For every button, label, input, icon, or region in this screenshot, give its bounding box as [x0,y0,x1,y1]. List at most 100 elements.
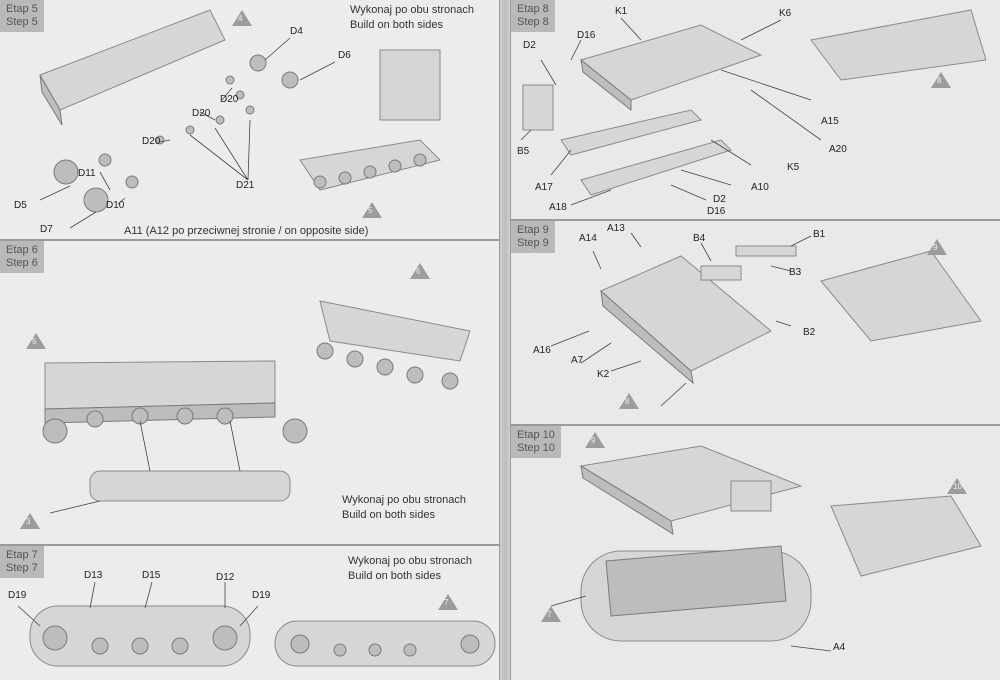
label-a20: A20 [829,144,847,155]
tri-label-7b: 7 [547,610,552,619]
label-b3: B3 [789,267,802,278]
step-9-pl: Etap 9 [517,224,549,236]
tri-label-9b: 9 [591,436,596,445]
label-d10: D10 [106,200,125,211]
step-9-drawing [550,232,982,407]
step-7-note-pl: Wykonaj po obu stronach [348,555,473,567]
step-7-pl: Etap 7 [6,549,38,561]
step-5-drawing [39,9,441,229]
step-5-note: Wykonaj po obu stronach Build on both si… [350,3,474,33]
step-7-drawing [17,581,496,667]
label-d5: D5 [14,200,27,211]
label-d13: D13 [84,570,103,581]
label-d6: D6 [338,50,351,61]
label-b5: B5 [517,146,530,157]
step-5-ref-triangle-5: 5 [362,202,382,218]
tri-label-6: 6 [416,267,421,276]
label-d15: D15 [142,570,161,581]
step-7-ref-triangle-7: 7 [438,594,458,610]
step-10-en: Step 10 [517,442,555,454]
step-5-footer: A11 (A12 po przeciwnej stronie / on oppo… [124,225,369,237]
label-a13: A13 [607,223,625,234]
tri-label-7: 7 [444,598,449,607]
step-8-en: Step 8 [517,16,549,28]
label-d4: D4 [290,26,303,37]
left-page: Etap 5 Step 5 Wykonaj po obu stronach Bu… [0,0,500,680]
label-a4: A4 [833,642,846,653]
label-k2: K2 [597,369,610,380]
label-d16: D16 [577,30,596,41]
label-a14: A14 [579,233,597,244]
step-10-panel: Etap 10 Step 10 A4 9 10 7 [510,425,1000,680]
step-5-en: Step 5 [6,16,38,28]
step-6-note: Wykonaj po obu stronach Build on both si… [342,493,466,523]
label-a10: A10 [751,182,769,193]
step-7-panel: Etap 7 Step 7 Wykonaj po obu stronach Bu… [0,545,500,680]
tri-label-8b: 8 [625,397,630,406]
tri-label-4: 4 [238,14,243,23]
step-6-en: Step 6 [6,257,38,269]
step-10-ref-triangle-9: 9 [585,432,605,448]
label-d21: D21 [236,180,255,191]
step-5-pl: Etap 5 [6,3,38,15]
step-5-panel: Etap 5 Step 5 Wykonaj po obu stronach Bu… [0,0,500,240]
step-5-tag: Etap 5 Step 5 [0,0,44,32]
label-a18: A18 [549,202,567,213]
step-9-tag: Etap 9 Step 9 [511,221,555,253]
label-d19-right: D19 [252,590,271,601]
right-page: Etap 8 Step 8 K1 K6 D2 D16 B5 A15 A20 K5… [510,0,1000,680]
label-d7: D7 [40,224,53,235]
label-d2: D2 [523,40,536,51]
step-9-ref-triangle-9: 9 [927,239,947,255]
label-b2: B2 [803,327,816,338]
step-8-panel: Etap 8 Step 8 K1 K6 D2 D16 B5 A15 A20 K5… [510,0,1000,220]
step-8-drawing [520,9,987,206]
label-k5: K5 [787,162,800,173]
label-a7: A7 [571,355,584,366]
tri-label-9: 9 [933,243,938,252]
step-6-panel: Etap 6 Step 6 6 5 3 Wykonaj po obu stron… [0,240,500,545]
label-d16-b: D16 [707,206,726,217]
label-k6: K6 [779,8,792,19]
tri-label-5: 5 [368,206,373,215]
label-a16: A16 [533,345,551,356]
step-9-ref-triangle-8: 8 [619,393,639,409]
step-7-note-en: Build on both sides [348,570,441,582]
step-6-note-pl: Wykonaj po obu stronach [342,494,467,506]
step-5-note-en: Build on both sides [350,19,443,31]
step-7-en: Step 7 [6,562,38,574]
step-8-tag: Etap 8 Step 8 [511,0,555,32]
label-k1: K1 [615,6,628,17]
step-10-drawing [550,445,982,652]
step-6-ref-triangle-3: 3 [20,513,40,529]
step-10-ref-triangle-7: 7 [541,606,561,622]
label-d20-c: D20 [142,136,161,147]
step-8-pl: Etap 8 [517,3,549,15]
step-6-ref-triangle-6: 6 [410,263,430,279]
label-d2-b: D2 [713,194,726,205]
label-d20-b: D20 [192,108,211,119]
step-10-pl: Etap 10 [517,429,555,441]
tri-label-3: 3 [26,517,31,526]
step-6-note-en: Build on both sides [342,509,435,521]
page-gutter [500,0,510,680]
label-d20-a: D20 [220,94,239,105]
label-d11: D11 [78,168,96,179]
step-10-tag: Etap 10 Step 10 [511,426,561,458]
label-b1: B1 [813,229,826,240]
step-7-tag: Etap 7 Step 7 [0,546,44,578]
tri-label-10: 10 [953,482,962,491]
label-d19-left: D19 [8,590,27,601]
tri-label-8: 8 [937,76,942,85]
label-b4: B4 [693,233,706,244]
step-5-ref-triangle-4: 4 [232,10,252,26]
step-6-pl: Etap 6 [6,244,38,256]
step-10-ref-triangle-10: 10 [947,478,967,494]
step-6-tag: Etap 6 Step 6 [0,241,44,273]
label-a17: A17 [535,182,553,193]
step-5-note-pl: Wykonaj po obu stronach [350,4,475,16]
label-a15: A15 [821,116,839,127]
step-6-drawing [42,300,471,514]
step-8-ref-triangle-8: 8 [931,72,951,88]
step-6-ref-triangle-5: 5 [26,333,46,349]
